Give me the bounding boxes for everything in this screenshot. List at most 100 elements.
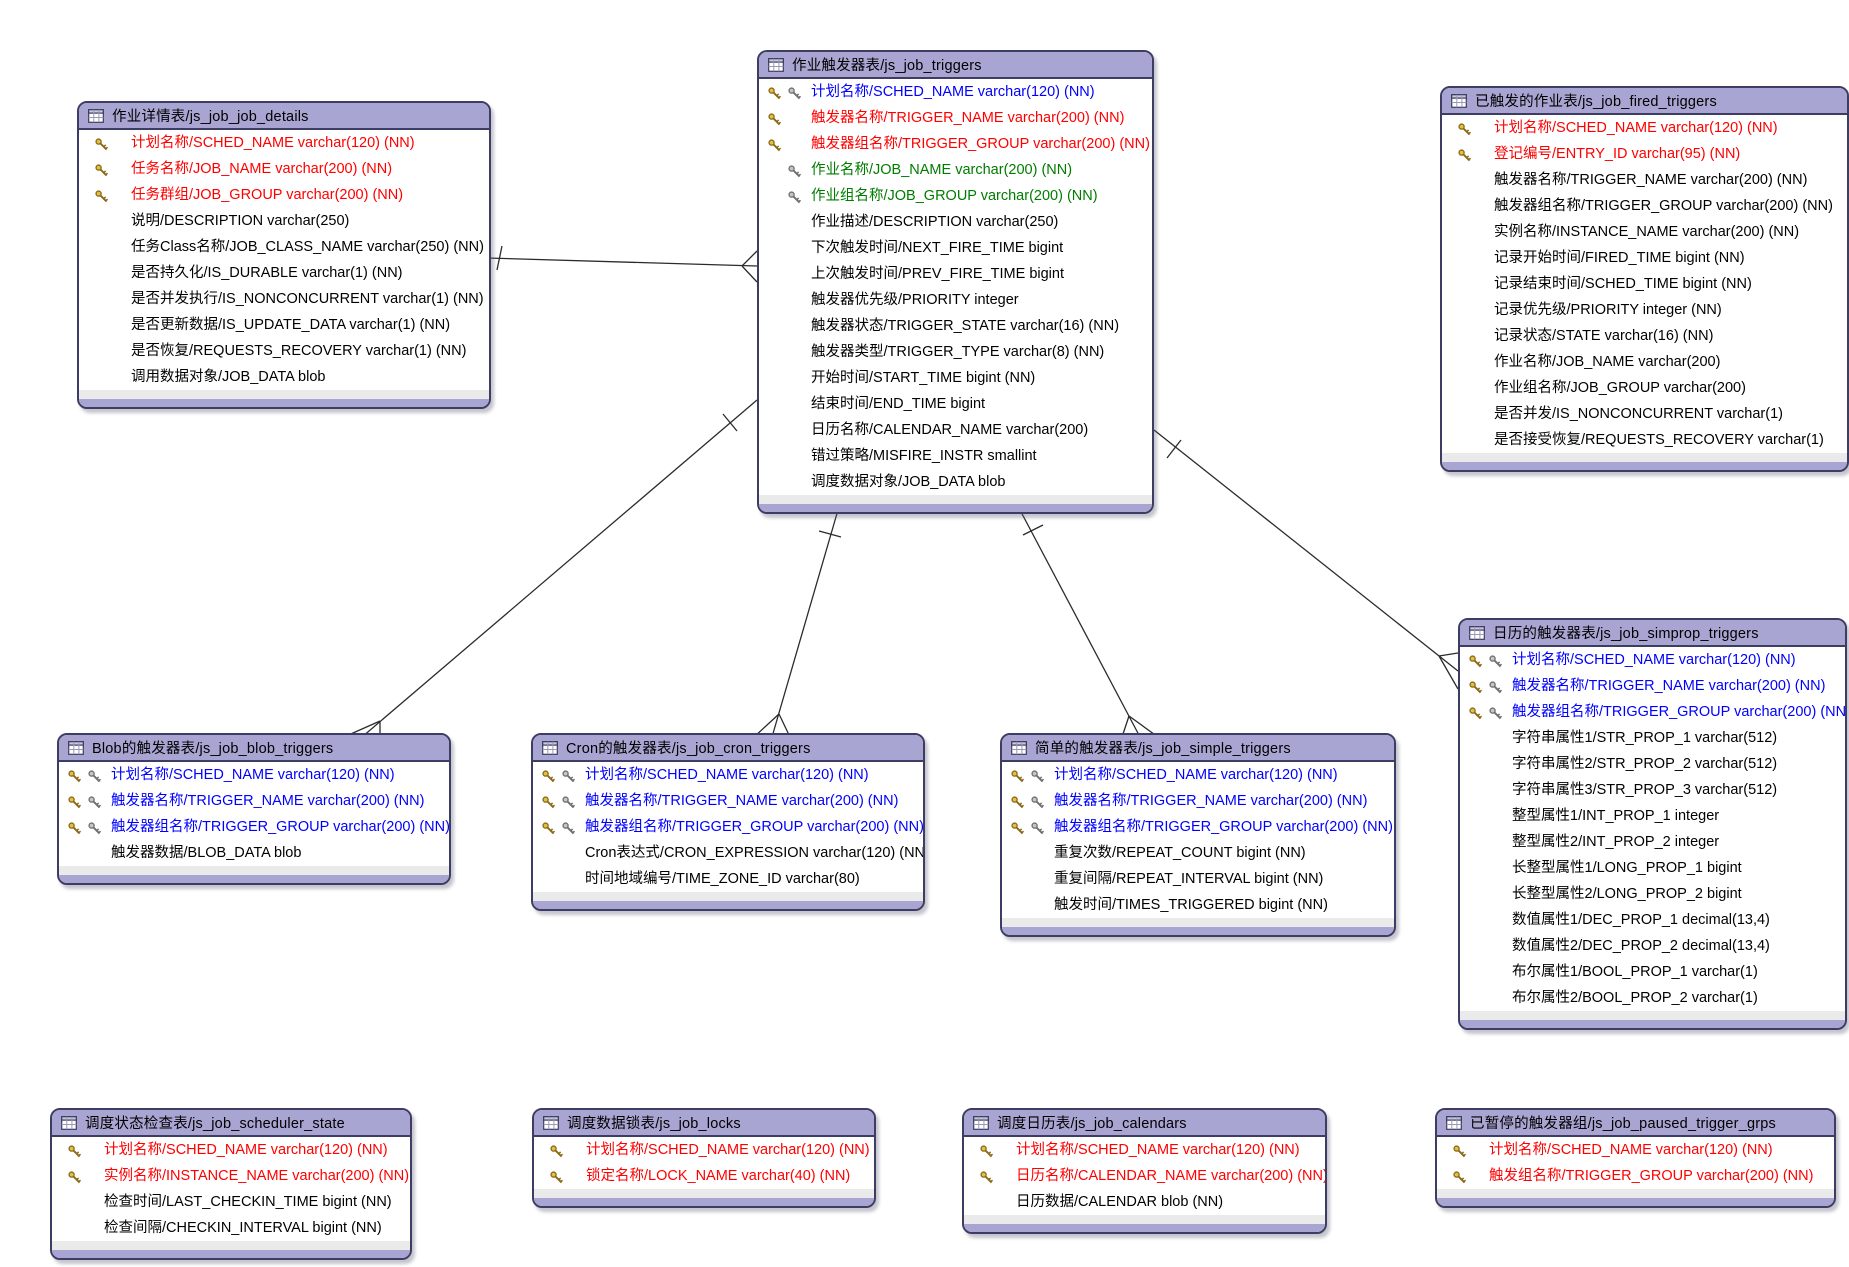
column-row[interactable]: 调度数据对象/JOB_DATA blob [759, 469, 1152, 495]
column-row[interactable]: 触发器名称/TRIGGER_NAME varchar(200) (NN) [59, 788, 449, 814]
column-row[interactable]: 计划名称/SCHED_NAME varchar(120) (NN) [59, 762, 449, 788]
column-row[interactable]: 调用数据对象/JOB_DATA blob [79, 364, 489, 390]
relationship-triggers-cron_triggers[interactable] [753, 509, 842, 738]
column-row[interactable]: 结束时间/END_TIME bigint [759, 391, 1152, 417]
column-row[interactable]: 触发器名称/TRIGGER_NAME varchar(200) (NN) [759, 105, 1152, 131]
column-row[interactable]: 计划名称/SCHED_NAME varchar(120) (NN) [52, 1137, 410, 1163]
column-row[interactable]: 日历名称/CALENDAR_NAME varchar(200) [759, 417, 1152, 443]
table-header[interactable]: 简单的触发器表/js_job_simple_triggers [1002, 735, 1394, 762]
column-row[interactable]: 错过策略/MISFIRE_INSTR smallint [759, 443, 1152, 469]
column-row[interactable]: 触发器数据/BLOB_DATA blob [59, 840, 449, 866]
relationship-triggers-blob_triggers[interactable] [343, 399, 758, 738]
column-row[interactable]: 触发器名称/TRIGGER_NAME varchar(200) (NN) [533, 788, 923, 814]
column-row[interactable]: 计划名称/SCHED_NAME varchar(120) (NN) [964, 1137, 1325, 1163]
column-row[interactable]: Cron表达式/CRON_EXPRESSION varchar(120) (NN… [533, 840, 923, 866]
column-row[interactable]: 数值属性1/DEC_PROP_1 decimal(13,4) [1460, 907, 1845, 933]
column-row[interactable]: 说明/DESCRIPTION varchar(250) [79, 208, 489, 234]
column-row[interactable]: 计划名称/SCHED_NAME varchar(120) (NN) [759, 79, 1152, 105]
column-row[interactable]: 触发器名称/TRIGGER_NAME varchar(200) (NN) [1460, 673, 1845, 699]
column-row[interactable]: 开始时间/START_TIME bigint (NN) [759, 365, 1152, 391]
column-row[interactable]: 上次触发时间/PREV_FIRE_TIME bigint [759, 261, 1152, 287]
column-row[interactable]: 触发时间/TIMES_TRIGGERED bigint (NN) [1002, 892, 1394, 918]
column-row[interactable]: 是否接受恢复/REQUESTS_RECOVERY varchar(1) [1442, 427, 1847, 453]
table-header[interactable]: 调度日历表/js_job_calendars [964, 1110, 1325, 1137]
column-row[interactable]: 任务群组/JOB_GROUP varchar(200) (NN) [79, 182, 489, 208]
column-row[interactable]: 触发器组名称/TRIGGER_GROUP varchar(200) (NN) [1002, 814, 1394, 840]
column-row[interactable]: 记录开始时间/FIRED_TIME bigint (NN) [1442, 245, 1847, 271]
column-row[interactable]: 检查间隔/CHECKIN_INTERVAL bigint (NN) [52, 1215, 410, 1241]
column-row[interactable]: 记录优先级/PRIORITY integer (NN) [1442, 297, 1847, 323]
table-header[interactable]: 作业触发器表/js_job_triggers [759, 52, 1152, 79]
column-row[interactable]: 计划名称/SCHED_NAME varchar(120) (NN) [533, 762, 923, 788]
column-row[interactable]: 日历数据/CALENDAR blob (NN) [964, 1189, 1325, 1215]
column-row[interactable]: 字符串属性3/STR_PROP_3 varchar(512) [1460, 777, 1845, 803]
table-header[interactable]: 调度数据锁表/js_job_locks [534, 1110, 874, 1137]
column-row[interactable]: 触发器组名称/TRIGGER_GROUP varchar(200) (NN) [533, 814, 923, 840]
column-row[interactable]: 触发器类型/TRIGGER_TYPE varchar(8) (NN) [759, 339, 1152, 365]
column-row[interactable]: 触发器组名称/TRIGGER_GROUP varchar(200) (NN) [759, 131, 1152, 157]
column-row[interactable]: 计划名称/SCHED_NAME varchar(120) (NN) [1460, 647, 1845, 673]
column-row[interactable]: 触发器组名称/TRIGGER_GROUP varchar(200) (NN) [59, 814, 449, 840]
column-row[interactable]: 数值属性2/DEC_PROP_2 decimal(13,4) [1460, 933, 1845, 959]
column-row[interactable]: 计划名称/SCHED_NAME varchar(120) (NN) [534, 1137, 874, 1163]
column-row[interactable]: 任务Class名称/JOB_CLASS_NAME varchar(250) (N… [79, 234, 489, 260]
column-row[interactable]: 触发器名称/TRIGGER_NAME varchar(200) (NN) [1002, 788, 1394, 814]
column-row[interactable]: 作业名称/JOB_NAME varchar(200) [1442, 349, 1847, 375]
column-row[interactable]: 计划名称/SCHED_NAME varchar(120) (NN) [79, 130, 489, 156]
column-row[interactable]: 触发器优先级/PRIORITY integer [759, 287, 1152, 313]
table-header[interactable]: 日历的触发器表/js_job_simprop_triggers [1460, 620, 1845, 647]
column-row[interactable]: 字符串属性1/STR_PROP_1 varchar(512) [1460, 725, 1845, 751]
column-row[interactable]: 日历名称/CALENDAR_NAME varchar(200) (NN) [964, 1163, 1325, 1189]
relationship-job_details-triggers[interactable] [486, 245, 758, 283]
column-row[interactable]: 锁定名称/LOCK_NAME varchar(40) (NN) [534, 1163, 874, 1189]
column-row[interactable]: 长整型属性2/LONG_PROP_2 bigint [1460, 881, 1845, 907]
column-row[interactable]: 布尔属性2/BOOL_PROP_2 varchar(1) [1460, 985, 1845, 1011]
column-row[interactable]: 下次触发时间/NEXT_FIRE_TIME bigint [759, 235, 1152, 261]
column-row[interactable]: 记录结束时间/SCHED_TIME bigint (NN) [1442, 271, 1847, 297]
column-row[interactable]: 重复间隔/REPEAT_INTERVAL bigint (NN) [1002, 866, 1394, 892]
column-row[interactable]: 作业组名称/JOB_GROUP varchar(200) [1442, 375, 1847, 401]
column-row[interactable]: 是否并发执行/IS_NONCONCURRENT varchar(1) (NN) [79, 286, 489, 312]
table-header[interactable]: Cron的触发器表/js_job_cron_triggers [533, 735, 923, 762]
column-row[interactable]: 实例名称/INSTANCE_NAME varchar(200) (NN) [1442, 219, 1847, 245]
column-row[interactable]: 作业名称/JOB_NAME varchar(200) (NN) [759, 157, 1152, 183]
column-row[interactable]: 作业组名称/JOB_GROUP varchar(200) (NN) [759, 183, 1152, 209]
column-row[interactable]: 计划名称/SCHED_NAME varchar(120) (NN) [1437, 1137, 1834, 1163]
column-row[interactable]: 检查时间/LAST_CHECKIN_TIME bigint (NN) [52, 1189, 410, 1215]
column-row[interactable]: 是否恢复/REQUESTS_RECOVERY varchar(1) (NN) [79, 338, 489, 364]
column-row[interactable]: 长整型属性1/LONG_PROP_1 bigint [1460, 855, 1845, 881]
column-row[interactable]: 是否并发/IS_NONCONCURRENT varchar(1) [1442, 401, 1847, 427]
table-header[interactable]: 已触发的作业表/js_job_fired_triggers [1442, 88, 1847, 115]
column-row[interactable]: 计划名称/SCHED_NAME varchar(120) (NN) [1442, 115, 1847, 141]
table-header[interactable]: 作业详情表/js_job_job_details [79, 103, 489, 130]
column-row[interactable]: 重复次数/REPEAT_COUNT bigint (NN) [1002, 840, 1394, 866]
column-row[interactable]: 触发器组名称/TRIGGER_GROUP varchar(200) (NN) [1442, 193, 1847, 219]
column-row[interactable]: 整型属性2/INT_PROP_2 integer [1460, 829, 1845, 855]
column-row[interactable]: 时间地域编号/TIME_ZONE_ID varchar(80) [533, 866, 923, 892]
column-row[interactable]: 任务名称/JOB_NAME varchar(200) (NN) [79, 156, 489, 182]
table-header[interactable]: 调度状态检查表/js_job_scheduler_state [52, 1110, 410, 1137]
column-row[interactable]: 实例名称/INSTANCE_NAME varchar(200) (NN) [52, 1163, 410, 1189]
table-header[interactable]: Blob的触发器表/js_job_blob_triggers [59, 735, 449, 762]
relationship-triggers-simprop_triggers[interactable] [1153, 429, 1459, 690]
column-row[interactable]: 登记编号/ENTRY_ID varchar(95) (NN) [1442, 141, 1847, 167]
relationship-triggers-simple_triggers[interactable] [1019, 509, 1159, 738]
column-row[interactable]: 是否持久化/IS_DURABLE varchar(1) (NN) [79, 260, 489, 286]
column-row[interactable]: 触发器组名称/TRIGGER_GROUP varchar(200) (NN) [1460, 699, 1845, 725]
column-row[interactable]: 触发器名称/TRIGGER_NAME varchar(200) (NN) [1442, 167, 1847, 193]
table-header[interactable]: 已暂停的触发器组/js_job_paused_trigger_grps [1437, 1110, 1834, 1137]
column-row[interactable]: 字符串属性2/STR_PROP_2 varchar(512) [1460, 751, 1845, 777]
column-row[interactable]: 记录状态/STATE varchar(16) (NN) [1442, 323, 1847, 349]
column-row[interactable]: 整型属性1/INT_PROP_1 integer [1460, 803, 1845, 829]
column-row[interactable]: 触发组名称/TRIGGER_GROUP varchar(200) (NN) [1437, 1163, 1834, 1189]
